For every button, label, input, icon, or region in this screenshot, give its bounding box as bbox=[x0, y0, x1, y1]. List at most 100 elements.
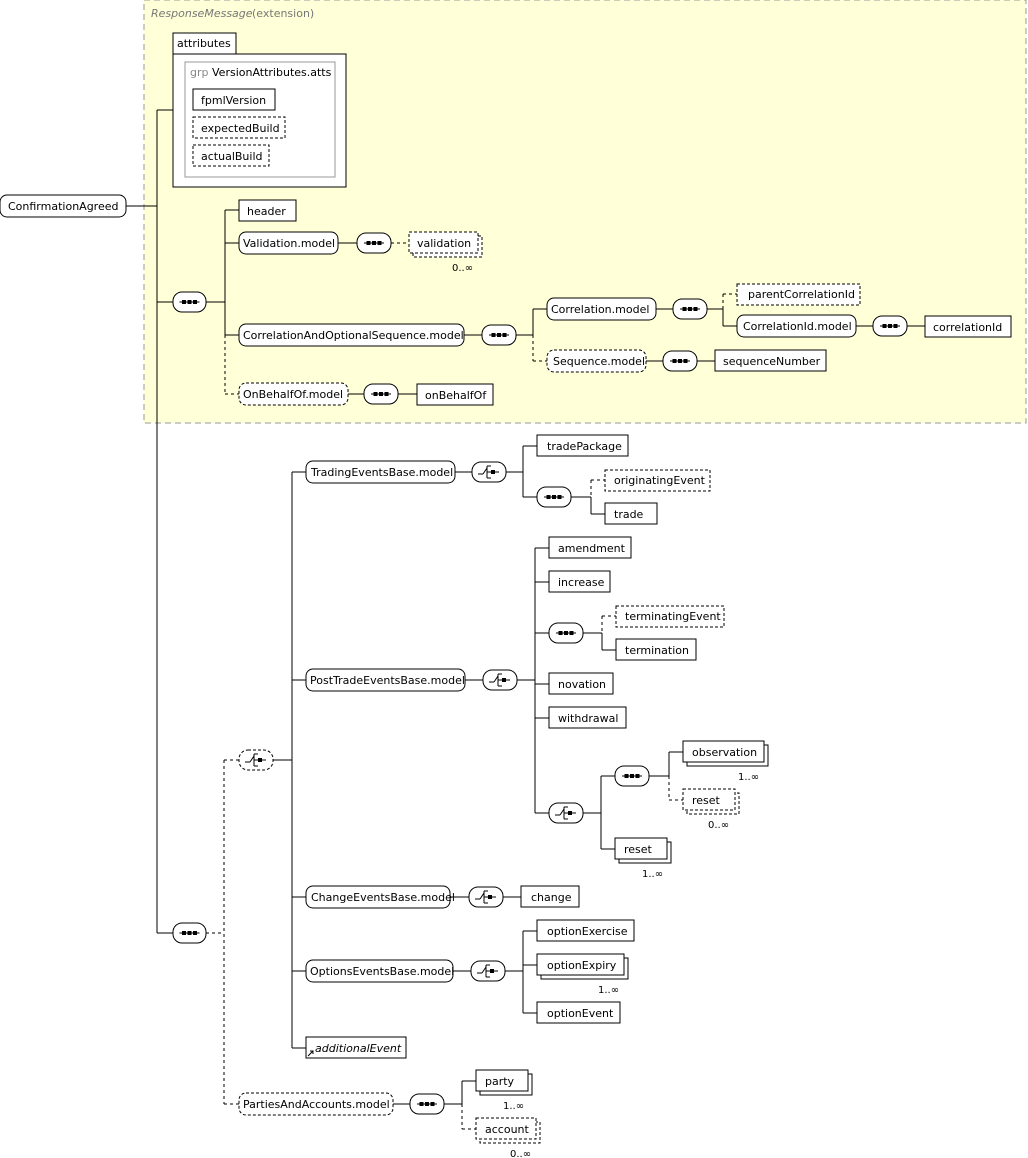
element-termination[interactable]: termination bbox=[615, 638, 697, 661]
svg-text:Sequence.model: Sequence.model bbox=[553, 355, 645, 368]
group-prefix: grp bbox=[190, 66, 209, 79]
svg-text:observation: observation bbox=[692, 746, 757, 759]
element-additional-event[interactable]: additionalEvent bbox=[305, 1036, 407, 1059]
model-trading-events-base[interactable]: TradingEventsBase.model bbox=[305, 460, 456, 484]
choice-compositor bbox=[238, 749, 274, 771]
sequence-compositor bbox=[672, 298, 708, 320]
svg-text:optionExercise: optionExercise bbox=[547, 925, 628, 938]
sequence-compositor bbox=[872, 315, 908, 337]
element-novation[interactable]: novation bbox=[548, 672, 614, 695]
element-option-exercise[interactable]: optionExercise bbox=[536, 919, 635, 942]
svg-text:increase: increase bbox=[558, 576, 605, 589]
svg-text:onBehalfOf: onBehalfOf bbox=[425, 389, 487, 402]
element-validation[interactable]: validation bbox=[408, 231, 483, 258]
svg-text:trade: trade bbox=[614, 508, 644, 521]
element-header[interactable]: header bbox=[238, 199, 297, 222]
svg-text:PartiesAndAccounts.model: PartiesAndAccounts.model bbox=[243, 1098, 390, 1111]
element-change[interactable]: change bbox=[520, 885, 580, 908]
svg-text:reset: reset bbox=[692, 794, 721, 807]
attributes-panel: attributes grp VersionAttributes.atts fp… bbox=[172, 32, 347, 188]
svg-text:termination: termination bbox=[625, 644, 689, 657]
svg-text:optionEvent: optionEvent bbox=[547, 1007, 614, 1020]
sequence-compositor bbox=[481, 324, 517, 346]
model-correlation-and-optional-sequence[interactable]: CorrelationAndOptionalSequence.model bbox=[238, 323, 465, 347]
element-sequence-number[interactable]: sequenceNumber bbox=[714, 349, 827, 372]
sequence-compositor bbox=[172, 922, 207, 944]
option-expiry-cardinality: 1..∞ bbox=[598, 985, 619, 996]
element-trade[interactable]: trade bbox=[604, 502, 658, 525]
attr-expectedbuild[interactable]: expectedBuild bbox=[192, 116, 286, 139]
svg-text:Validation.model: Validation.model bbox=[243, 237, 335, 250]
svg-text:sequenceNumber: sequenceNumber bbox=[723, 355, 821, 368]
svg-text:amendment: amendment bbox=[558, 542, 626, 555]
svg-text:tradePackage: tradePackage bbox=[547, 440, 622, 453]
element-parent-correlation-id[interactable]: parentCorrelationId bbox=[736, 283, 861, 306]
extension-kind: (extension) bbox=[252, 7, 314, 20]
reset-optional-cardinality: 0..∞ bbox=[708, 820, 729, 831]
svg-text:reset: reset bbox=[624, 843, 653, 856]
element-option-event[interactable]: optionEvent bbox=[536, 1001, 621, 1024]
svg-text:CorrelationAndOptionalSequence: CorrelationAndOptionalSequence.model bbox=[243, 329, 464, 342]
element-withdrawal[interactable]: withdrawal bbox=[548, 706, 627, 729]
svg-text:originatingEvent: originatingEvent bbox=[614, 474, 706, 487]
element-observation[interactable]: observation bbox=[682, 740, 769, 767]
svg-text:ConfirmationAgreed: ConfirmationAgreed bbox=[8, 200, 118, 213]
element-account[interactable]: account bbox=[475, 1117, 541, 1144]
element-amendment[interactable]: amendment bbox=[548, 536, 632, 559]
model-correlation[interactable]: Correlation.model bbox=[546, 297, 657, 321]
svg-text:optionExpiry: optionExpiry bbox=[547, 959, 617, 972]
account-cardinality: 0..∞ bbox=[510, 1149, 531, 1158]
svg-text:withdrawal: withdrawal bbox=[558, 712, 618, 725]
model-on-behalf-of[interactable]: OnBehalfOf.model bbox=[238, 382, 349, 406]
svg-text:novation: novation bbox=[558, 678, 606, 691]
svg-text:additionalEvent: additionalEvent bbox=[315, 1042, 402, 1055]
sequence-compositor bbox=[363, 383, 399, 405]
model-parties-and-accounts[interactable]: PartiesAndAccounts.model bbox=[238, 1092, 394, 1116]
svg-text:PostTradeEventsBase.model: PostTradeEventsBase.model bbox=[310, 674, 465, 687]
group-name: VersionAttributes.atts bbox=[212, 66, 332, 79]
svg-text:correlationId: correlationId bbox=[933, 321, 1002, 334]
choice-compositor bbox=[470, 960, 506, 982]
element-trade-package[interactable]: tradePackage bbox=[536, 434, 629, 457]
element-reset[interactable]: reset bbox=[614, 837, 672, 864]
svg-text:header: header bbox=[247, 205, 286, 218]
element-terminating-event[interactable]: terminatingEvent bbox=[615, 605, 725, 628]
element-on-behalf-of[interactable]: onBehalfOf bbox=[416, 383, 494, 406]
extension-base: ResponseMessage bbox=[151, 7, 253, 20]
element-originating-event[interactable]: originatingEvent bbox=[604, 469, 711, 492]
sequence-compositor bbox=[172, 291, 207, 313]
sequence-compositor bbox=[548, 622, 584, 644]
svg-text:OnBehalfOf.model: OnBehalfOf.model bbox=[243, 388, 343, 401]
element-party[interactable]: party bbox=[475, 1069, 533, 1096]
svg-text:change: change bbox=[531, 891, 572, 904]
svg-text:CorrelationId.model: CorrelationId.model bbox=[743, 320, 852, 333]
sequence-compositor bbox=[409, 1093, 445, 1115]
element-option-expiry[interactable]: optionExpiry bbox=[536, 953, 629, 980]
model-options-events-base[interactable]: OptionsEventsBase.model bbox=[305, 959, 454, 983]
element-reset-optional[interactable]: reset bbox=[682, 788, 740, 815]
svg-text:party: party bbox=[485, 1075, 515, 1088]
svg-text:OptionsEventsBase.model: OptionsEventsBase.model bbox=[310, 965, 454, 978]
connectors bbox=[126, 109, 925, 1130]
element-increase[interactable]: increase bbox=[548, 570, 611, 593]
svg-text:expectedBuild: expectedBuild bbox=[201, 122, 280, 135]
choice-compositor bbox=[471, 461, 507, 483]
svg-text:validation: validation bbox=[417, 237, 471, 250]
element-correlation-id[interactable]: correlationId bbox=[924, 315, 1012, 338]
svg-text:TradingEventsBase.model: TradingEventsBase.model bbox=[310, 466, 453, 479]
sequence-compositor bbox=[536, 486, 572, 508]
attr-actualbuild[interactable]: actualBuild bbox=[192, 144, 270, 167]
model-change-events-base[interactable]: ChangeEventsBase.model bbox=[305, 885, 455, 909]
root-element[interactable]: ConfirmationAgreed bbox=[0, 194, 127, 218]
model-correlation-id[interactable]: CorrelationId.model bbox=[736, 314, 857, 338]
model-validation[interactable]: Validation.model bbox=[238, 231, 339, 255]
model-post-trade-events-base[interactable]: PostTradeEventsBase.model bbox=[305, 668, 466, 692]
choice-compositor bbox=[468, 886, 504, 908]
svg-text:terminatingEvent: terminatingEvent bbox=[625, 610, 721, 623]
validation-cardinality: 0..∞ bbox=[452, 263, 473, 274]
sequence-compositor bbox=[662, 350, 698, 372]
attr-fpmlversion[interactable]: fpmlVersion bbox=[192, 88, 276, 111]
model-sequence[interactable]: Sequence.model bbox=[546, 349, 647, 373]
svg-text:actualBuild: actualBuild bbox=[201, 150, 262, 163]
